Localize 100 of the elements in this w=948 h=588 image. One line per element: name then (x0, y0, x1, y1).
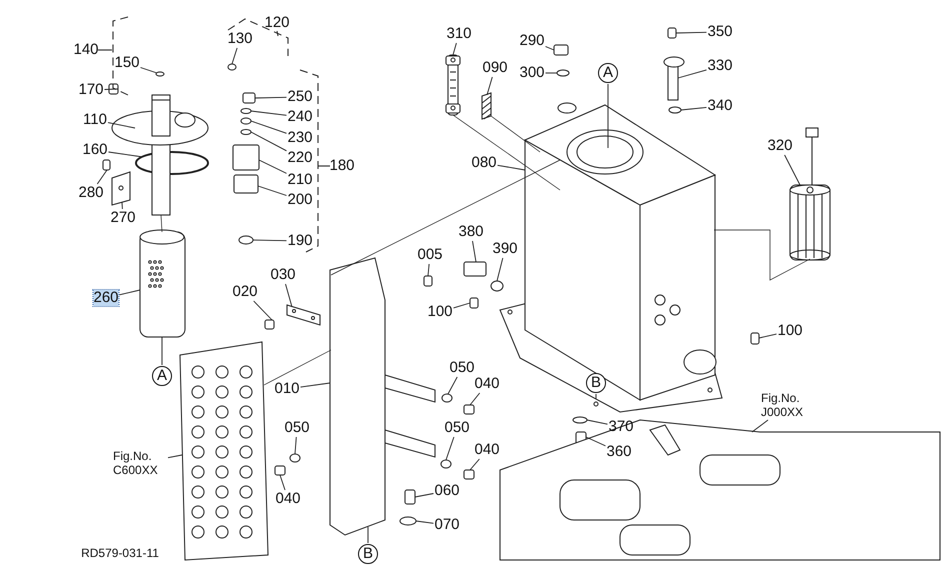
level-gauge (446, 54, 460, 116)
callout-number: 010 (274, 381, 300, 397)
leader-line (586, 420, 608, 425)
callout-number: 230 (287, 130, 313, 146)
leader-line (428, 264, 430, 276)
leader-line (452, 42, 457, 56)
callout-number: 280 (78, 185, 104, 201)
bearing (234, 174, 258, 194)
callout-number: 390 (492, 241, 518, 257)
callout-number: 360 (606, 444, 632, 460)
callout-number: 290 (519, 33, 545, 49)
callout-number: 220 (287, 150, 313, 166)
washer (240, 108, 252, 114)
callout-number: 260 (93, 290, 119, 306)
callout-number: 005 (417, 247, 443, 263)
o-ring (156, 72, 164, 76)
leader-line (486, 76, 493, 96)
label-plate (482, 92, 492, 120)
callout-number: 030 (270, 267, 296, 283)
leader-line (285, 284, 292, 308)
leader-line (545, 72, 558, 74)
callout-number: 300 (519, 65, 545, 81)
base-frame-drawing (500, 420, 940, 560)
assembly-line (330, 160, 560, 276)
callout-number: 120 (264, 15, 290, 31)
leader-line (108, 152, 144, 158)
washer (290, 454, 300, 462)
callout-number: 140 (73, 42, 99, 58)
leader-line (104, 88, 118, 90)
washer (442, 394, 452, 402)
leader-line (446, 436, 454, 460)
leader-line (250, 110, 287, 116)
callout-number: 050 (444, 420, 470, 436)
leader-line (119, 290, 140, 296)
figure-reference: Fig.No. C600XX (113, 449, 167, 477)
callout-number: 130 (227, 31, 253, 47)
leader-line (252, 240, 287, 242)
reference-circle: A (598, 63, 618, 83)
callout-number: 270 (110, 210, 136, 226)
collar (232, 144, 260, 170)
callout-number: 320 (767, 138, 793, 154)
callout-number: 250 (287, 89, 313, 105)
assembly-line (490, 116, 540, 152)
reference-circle: A (152, 366, 172, 386)
callout-number: 330 (707, 58, 733, 74)
leader-line (752, 420, 768, 432)
callout-number: 060 (434, 483, 460, 499)
leader-line (586, 436, 606, 446)
bolt (404, 490, 416, 504)
leader-line (96, 170, 108, 184)
callout-number: 020 (232, 284, 258, 300)
leader-line (140, 67, 158, 74)
leader-line (254, 96, 287, 98)
bolt (424, 276, 432, 286)
callout-number: 180 (329, 158, 355, 174)
o-ring (238, 236, 254, 244)
leader-line (414, 493, 434, 498)
bolt (750, 332, 760, 344)
callout-number: 040 (275, 491, 301, 507)
callout-number: 150 (114, 55, 140, 71)
callout-number: 040 (474, 442, 500, 458)
leader-line (300, 382, 330, 388)
hose-fitting (464, 262, 486, 276)
callout-number: 080 (471, 155, 497, 171)
leader-line (280, 474, 286, 490)
leader-line (758, 334, 777, 338)
leader-line (416, 520, 434, 524)
washer (440, 460, 452, 468)
leader-line (122, 202, 123, 210)
bolt (102, 160, 110, 170)
bolt (464, 470, 474, 480)
leader-line (680, 106, 707, 110)
leader-line (168, 454, 182, 458)
callout-number: 170 (78, 82, 104, 98)
o-ring (668, 106, 682, 114)
nut (240, 118, 252, 124)
bolt (274, 466, 286, 476)
leader-line (676, 32, 707, 34)
drawing-number: RD579-031-11 (81, 545, 159, 561)
callout-number: 310 (446, 26, 472, 42)
pipe (664, 56, 684, 100)
reference-circle: B (358, 544, 378, 564)
leader-line (258, 186, 287, 196)
leader-line (545, 46, 554, 50)
leader-line (472, 240, 476, 262)
bolt (668, 28, 676, 38)
callout-number: 090 (482, 60, 508, 76)
bolt (470, 298, 478, 308)
callout-number: 340 (707, 98, 733, 114)
washer (400, 516, 416, 526)
filler-cap (554, 44, 568, 56)
callout-number: 100 (777, 323, 803, 339)
washer (572, 416, 588, 424)
callout-number: 380 (458, 224, 484, 240)
leader-line (294, 436, 297, 454)
filter-element (140, 230, 186, 338)
leader-line (453, 302, 470, 308)
leader-line (784, 154, 800, 186)
callout-number: 200 (287, 192, 313, 208)
seal-ring (490, 280, 504, 292)
